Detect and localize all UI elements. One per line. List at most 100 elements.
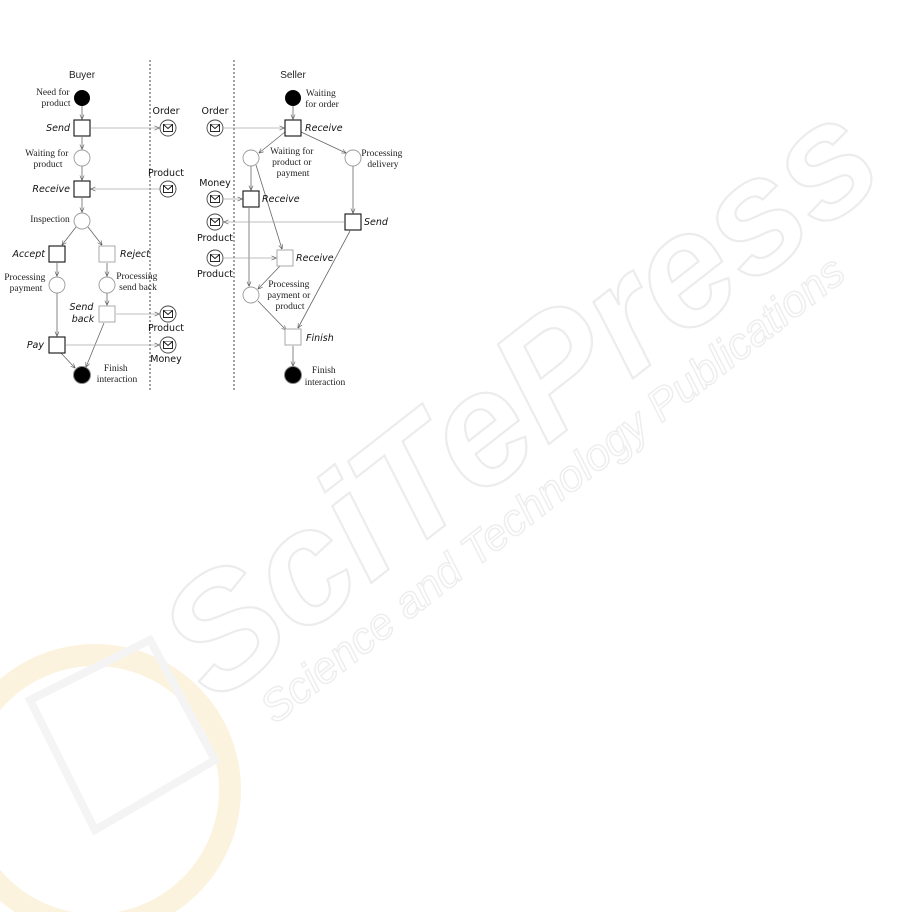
seller-finish-place bbox=[284, 366, 302, 384]
buyer-net: Need for product Send Waiting for produc… bbox=[4, 87, 184, 385]
label-line: Processing bbox=[4, 273, 45, 283]
envelope-icon bbox=[159, 305, 177, 323]
arc bbox=[257, 300, 286, 330]
seller-receive-money-transition bbox=[242, 190, 260, 208]
seller-processing-delivery-label: Processing delivery bbox=[361, 149, 405, 170]
arc bbox=[62, 226, 77, 245]
label-line: product bbox=[275, 302, 304, 312]
envelope-icon bbox=[159, 336, 177, 354]
seller-finish-place-label: Finish interaction bbox=[305, 366, 346, 388]
buyer-pay-transition bbox=[48, 336, 66, 354]
seller-receive-order-transition bbox=[284, 119, 302, 137]
buyer-lane-title: Buyer bbox=[69, 70, 96, 81]
label-line: back bbox=[72, 314, 95, 325]
buyer-waiting-label: Waiting for product bbox=[25, 148, 71, 170]
watermark-logo-ring bbox=[0, 644, 241, 912]
seller-send-transition bbox=[344, 213, 362, 231]
label-line: Processing bbox=[268, 280, 309, 290]
label-line: Need for bbox=[36, 87, 70, 98]
label-line: interaction bbox=[97, 375, 138, 385]
buyer-pay-label: Pay bbox=[27, 340, 45, 351]
seller-money-message-label: Money bbox=[199, 178, 231, 189]
label-line: Waiting for bbox=[270, 146, 314, 157]
buyer-receive-transition bbox=[73, 180, 91, 198]
watermark-logo-paper bbox=[24, 634, 221, 836]
arc bbox=[258, 265, 281, 289]
envelope-icon bbox=[206, 119, 224, 137]
label-line: Finish bbox=[104, 364, 128, 374]
label-line: Processing bbox=[361, 149, 402, 159]
seller-product-out-message-label: Product bbox=[197, 233, 233, 244]
buyer-finish-label: Finish interaction bbox=[97, 364, 138, 385]
buyer-inspection-place bbox=[73, 212, 91, 230]
label-line: send back bbox=[119, 283, 157, 293]
label-line: interaction bbox=[305, 378, 346, 388]
arc bbox=[255, 164, 282, 249]
envelope-icon bbox=[159, 180, 177, 198]
label-line: for order bbox=[305, 99, 339, 110]
seller-finish-transition bbox=[284, 328, 302, 346]
label-line: product or bbox=[272, 158, 312, 168]
watermark-brand: SciTePress bbox=[126, 63, 906, 732]
arc bbox=[259, 131, 286, 153]
buyer-processing-payment-place bbox=[48, 276, 66, 294]
seller-processing-place bbox=[242, 286, 260, 304]
label-line: product bbox=[33, 160, 62, 170]
seller-receive-order-label: Receive bbox=[305, 123, 343, 134]
seller-start-label: Waiting for order bbox=[305, 89, 339, 110]
buyer-inspection-label: Inspection bbox=[30, 215, 70, 225]
label-line: Send bbox=[70, 302, 95, 313]
envelope-icon bbox=[206, 190, 224, 208]
seller-finish-label: Finish bbox=[306, 333, 334, 344]
seller-processing-delivery-place bbox=[344, 149, 362, 167]
seller-product-in-message-label: Product bbox=[197, 269, 233, 280]
buyer-processing-payment-label: Processing payment bbox=[4, 273, 48, 294]
label-line: payment bbox=[10, 284, 43, 294]
label-line: delivery bbox=[367, 160, 398, 170]
buyer-product-in-message-label: Product bbox=[148, 168, 184, 179]
label-line: Processing bbox=[116, 272, 157, 282]
buyer-processing-send-back-place bbox=[98, 276, 116, 294]
seller-start-place bbox=[285, 90, 301, 106]
buyer-send-label: Send bbox=[46, 123, 71, 134]
arc bbox=[60, 352, 75, 368]
seller-receive-product-label: Receive bbox=[296, 253, 334, 264]
buyer-accept-transition bbox=[48, 245, 66, 263]
buyer-send-transition bbox=[73, 119, 91, 137]
label-line: payment or bbox=[267, 291, 311, 301]
seller-processing-label: Processing payment or product bbox=[267, 280, 312, 312]
envelope-icon bbox=[206, 249, 224, 267]
buyer-reject-transition bbox=[98, 245, 116, 263]
buyer-start-place bbox=[74, 90, 90, 106]
seller-waiting-place bbox=[242, 149, 260, 167]
arc bbox=[298, 230, 351, 328]
buyer-processing-send-back-label: Processing send back bbox=[116, 272, 160, 293]
label-line: Waiting bbox=[306, 89, 336, 99]
label-line: Waiting for bbox=[25, 148, 69, 159]
seller-send-label: Send bbox=[364, 217, 389, 228]
label-line: Finish bbox=[312, 366, 336, 376]
buyer-send-back-transition bbox=[98, 305, 116, 323]
seller-lane-title: Seller bbox=[280, 70, 306, 81]
buyer-finish-place bbox=[73, 366, 91, 384]
buyer-order-message-label: Order bbox=[153, 106, 180, 117]
buyer-start-label: Need for product bbox=[36, 87, 72, 109]
buyer-accept-label: Accept bbox=[11, 249, 46, 260]
label-line: payment bbox=[277, 169, 310, 179]
seller-receive-product-transition bbox=[276, 249, 294, 267]
buyer-waiting-place bbox=[73, 149, 91, 167]
arc bbox=[300, 131, 346, 153]
buyer-product-out-message-label: Product bbox=[148, 323, 184, 334]
seller-net: Waiting for order Receive Waiting for pr… bbox=[197, 89, 405, 388]
label-line: product bbox=[41, 99, 70, 109]
arc bbox=[87, 226, 102, 245]
watermark: SciTePress Science and Technology Public… bbox=[0, 62, 906, 912]
envelope-icon bbox=[206, 213, 224, 231]
seller-waiting-label: Waiting for product or payment bbox=[270, 146, 316, 179]
buyer-send-back-label: Send back bbox=[70, 302, 97, 325]
buyer-reject-label: Reject bbox=[120, 249, 151, 260]
envelope-icon bbox=[159, 119, 177, 137]
buyer-receive-label: Receive bbox=[32, 184, 70, 195]
buyer-money-message-label: Money bbox=[150, 354, 182, 365]
